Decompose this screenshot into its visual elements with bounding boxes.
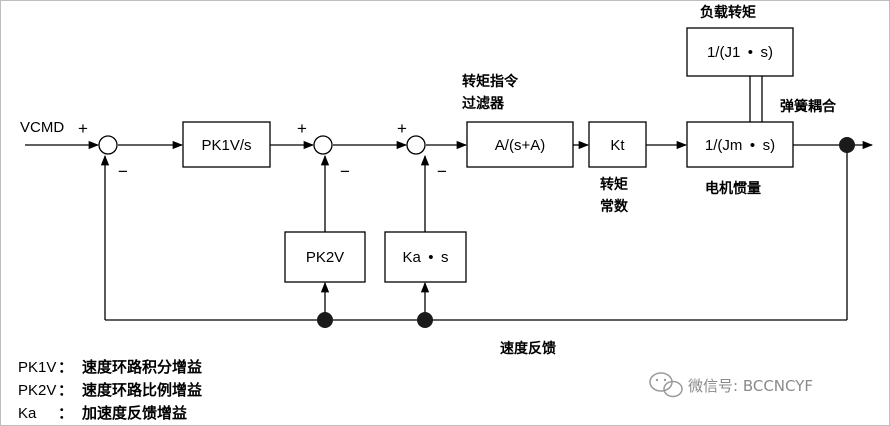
pk2v-block (284, 231, 366, 283)
summing-junction-2 (313, 135, 333, 155)
feedback-branch-point-2 (417, 312, 433, 328)
legend-text-3: 加速度反馈增益 (81, 404, 187, 422)
ka-block (384, 231, 467, 283)
filter-block-label: A/(s+A) (495, 137, 545, 154)
feedback-branch-point-1 (317, 312, 333, 328)
motor-block (686, 121, 794, 168)
sum1-plus-sign: + (78, 119, 88, 138)
watermark: 微信号: BCCNCYF (649, 372, 813, 398)
filter-block (466, 121, 574, 168)
filter-caption-line2: 过滤器 (462, 95, 505, 112)
summing-junction-1 (98, 135, 118, 155)
sum2-plus-sign: + (297, 119, 307, 138)
legend-key-2: PK2V (18, 382, 56, 399)
pk2v-block-label: PK2V (306, 249, 344, 266)
input-signal-label: VCMD (20, 119, 64, 136)
coupling-caption: 弹簧耦合 (780, 98, 837, 115)
sum3-plus-sign: + (397, 119, 407, 138)
filter-caption-line1: 转矩指令 (462, 73, 519, 90)
wechat-icon (649, 372, 683, 398)
motor-caption: 电机惯量 (705, 180, 761, 197)
legend-text-2: 速度环路比例增益 (82, 381, 202, 399)
legend-sep-3: ： (58, 404, 73, 422)
pk1v-block-label: PK1V/s (201, 137, 251, 154)
ka-block-label: Ka • s (402, 249, 448, 266)
watermark-text: 微信号: BCCNCYF (688, 377, 813, 395)
legend-key-3: Ka (18, 405, 37, 422)
sum3-minus-sign: − (437, 162, 447, 181)
motor-block-label: 1/(Jm • s) (705, 137, 775, 154)
legend-key-1: PK1V (18, 359, 56, 376)
output-branch-point (839, 137, 855, 153)
feedback-caption: 速度反馈 (500, 340, 556, 357)
load-block (686, 27, 794, 77)
summing-junction-3 (406, 135, 426, 155)
legend-text-1: 速度环路积分增益 (82, 358, 202, 376)
legend-sep-1: ： (58, 358, 73, 376)
kt-caption-line2: 常数 (600, 198, 629, 215)
sum2-minus-sign: − (340, 162, 350, 181)
kt-caption-line1: 转矩 (600, 176, 628, 193)
legend: PK1V ： 速度环路积分增益 PK2V ： 速度环路比例增益 Ka ： 加速度… (18, 358, 202, 422)
kt-block (588, 121, 647, 168)
legend-sep-2: ： (58, 381, 73, 399)
kt-block-label: Kt (610, 137, 625, 154)
load-block-label: 1/(J1 • s) (707, 44, 773, 61)
load-caption: 负载转矩 (700, 4, 756, 21)
sum1-minus-sign: − (118, 162, 128, 181)
pk1v-block (182, 121, 271, 168)
